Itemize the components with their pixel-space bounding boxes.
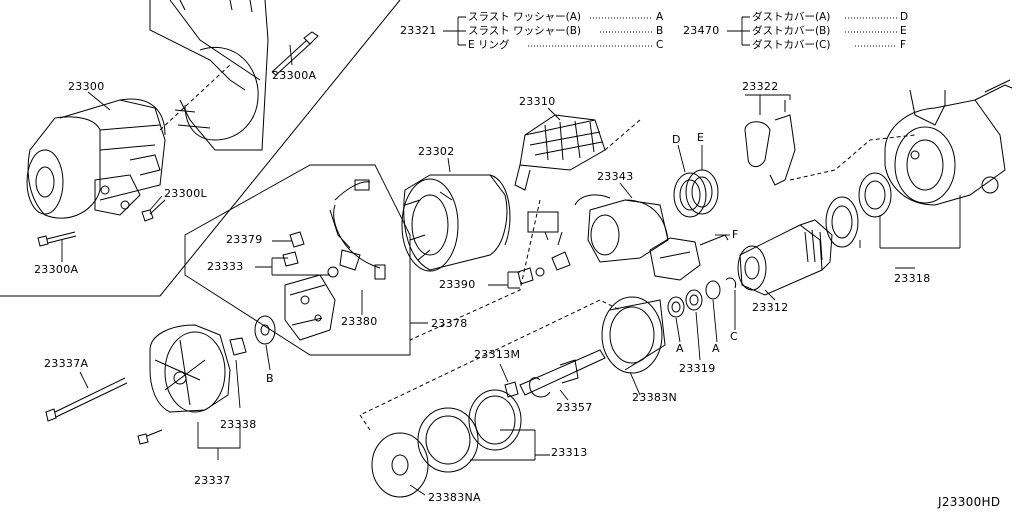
callout-23313M: 23313M: [474, 348, 521, 361]
front-housing-illustration: [884, 79, 1013, 206]
small-parts-illustration: [282, 231, 339, 278]
solenoid-illustration: [527, 194, 669, 263]
screw-rear-illustration: [137, 429, 163, 445]
legend-group-2-code-3: F: [900, 39, 907, 51]
legend-group-1-item-1: スラスト ワッシャー(A): [468, 11, 582, 23]
brush-holder-frame: [184, 164, 411, 356]
callout-23313: 23313: [551, 446, 588, 459]
yoke-illustration: [401, 174, 511, 272]
legend-group-2-item-2: ダストカバー(B): [752, 25, 831, 37]
callout-23383NA: 23383NA: [428, 491, 481, 504]
mark-C: C: [730, 330, 738, 343]
seal-rings-illustration: [825, 172, 892, 248]
callout-23310: 23310: [519, 95, 556, 108]
nut-23300L-illustration: [141, 199, 166, 222]
callout-23300: 23300: [68, 80, 105, 93]
callout-23383N: 23383N: [632, 391, 678, 404]
callout-23380: 23380: [341, 315, 378, 328]
callout-23337: 23337: [194, 474, 231, 487]
dust-cover-rings-illustration: [673, 169, 719, 218]
mark-A-1: A: [676, 342, 684, 355]
legend-group-2-item-3: ダストカバー(C): [752, 39, 831, 51]
callout-23322: 23322: [742, 80, 779, 93]
legend-group-1-item-2: スラスト ワッシャー(B): [468, 25, 582, 37]
shaft-illustration: [519, 349, 606, 398]
legend-group-2-code-2: E: [900, 25, 907, 37]
callout-23343: 23343: [597, 170, 634, 183]
callout-23300A-left: 23300A: [34, 263, 79, 276]
callout-23300A-top: 23300A: [272, 69, 317, 82]
mark-E: E: [697, 131, 705, 144]
leader-lines: [61, 16, 961, 496]
bolt-left-illustration: [37, 231, 77, 247]
internal-gear-housing-illustration: [601, 296, 666, 374]
mark-A-2: A: [712, 342, 720, 355]
callout-23390: 23390: [439, 278, 476, 291]
nut-23313M-illustration: [504, 381, 519, 398]
clip-23322-illustration: [744, 100, 916, 186]
callout-23338: 23338: [220, 418, 257, 431]
legend-group-1-code-2: B: [656, 25, 664, 37]
engine-bracket-illustration: [0, 0, 401, 297]
callout-23302: 23302: [418, 145, 455, 158]
legend-group-1-item-3: E リング: [468, 39, 510, 51]
end-plate-illustration: [359, 299, 621, 498]
diagram-code: J23300HD: [938, 495, 1001, 509]
callout-23312: 23312: [752, 301, 789, 314]
mark-B: B: [266, 372, 274, 385]
legend-group-1-part-no: 23321: [400, 24, 437, 37]
starter-assembly-illustration: [26, 64, 231, 219]
brush-wires-illustration: [329, 179, 386, 280]
bolt-23390-illustration: [517, 231, 571, 285]
pinion-drive-illustration: [737, 219, 833, 296]
legend-group-1-code-3: C: [656, 39, 664, 51]
callout-23318: 23318: [894, 272, 931, 285]
legend-group-2-part-no: 23470: [683, 24, 720, 37]
callout-23379: 23379: [226, 233, 263, 246]
mark-F: F: [732, 228, 739, 241]
callout-23378: 23378: [431, 317, 468, 330]
legend-group-2-code-1: D: [900, 11, 909, 23]
callout-23357: 23357: [556, 401, 593, 414]
callout-23319: 23319: [679, 362, 716, 375]
callout-23333: 23333: [207, 260, 244, 273]
callout-23300L: 23300L: [164, 187, 207, 200]
rear-cover-illustration: [149, 324, 231, 413]
bushing-washer-illustration: [229, 315, 276, 356]
dust-cover-F-illustration: [649, 234, 729, 281]
washers-illustration: [667, 277, 737, 318]
bolt-top-illustration: [271, 31, 319, 76]
brush-plate-illustration: [284, 274, 336, 341]
planetary-gear-set-illustration: [417, 389, 522, 473]
legend-group-2-item-1: ダストカバー(A): [752, 11, 831, 23]
mark-D: D: [672, 133, 681, 146]
callout-23337A: 23337A: [44, 357, 89, 370]
armature-illustration: [409, 114, 641, 341]
bolt-23337A-illustration: [45, 377, 128, 422]
legend-group-1-code-1: A: [656, 11, 664, 23]
